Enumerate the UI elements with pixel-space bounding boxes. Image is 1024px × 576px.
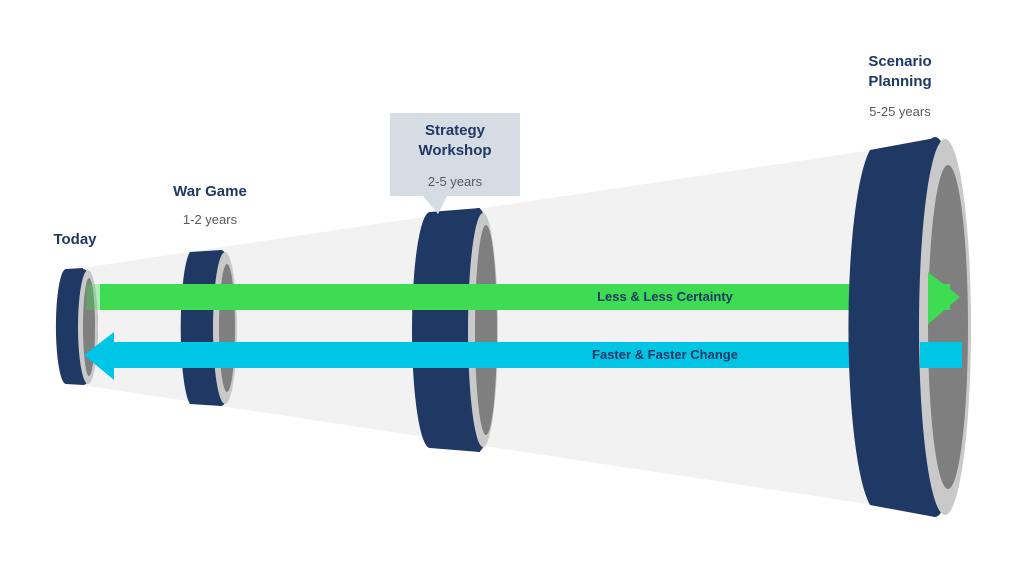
callout-strategy-workshop bbox=[390, 113, 520, 196]
duration-war-game: 1-2 years bbox=[182, 212, 238, 227]
label-scenario-planning: Scenario Planning bbox=[868, 53, 932, 90]
duration-scenario-planning: 5-25 years bbox=[869, 104, 931, 119]
arrow-backward bbox=[84, 332, 962, 380]
arrow-forward-tail bbox=[86, 284, 100, 310]
ring-scenario-planning bbox=[848, 137, 971, 517]
callout-pointer bbox=[423, 196, 447, 214]
label-today: Today bbox=[53, 231, 97, 248]
duration-strategy-workshop: 2-5 years bbox=[427, 174, 483, 189]
arrow-forward-label: Less & Less Certainty bbox=[597, 289, 733, 304]
label-strategy-workshop: Strategy Workshop bbox=[418, 122, 492, 159]
cone-body bbox=[82, 140, 940, 515]
label-war-game: War Game bbox=[173, 183, 247, 200]
ring-strategy-workshop bbox=[412, 208, 498, 452]
arrow-backward-label: Faster & Faster Change bbox=[592, 347, 738, 362]
ring-war-game bbox=[180, 250, 237, 406]
